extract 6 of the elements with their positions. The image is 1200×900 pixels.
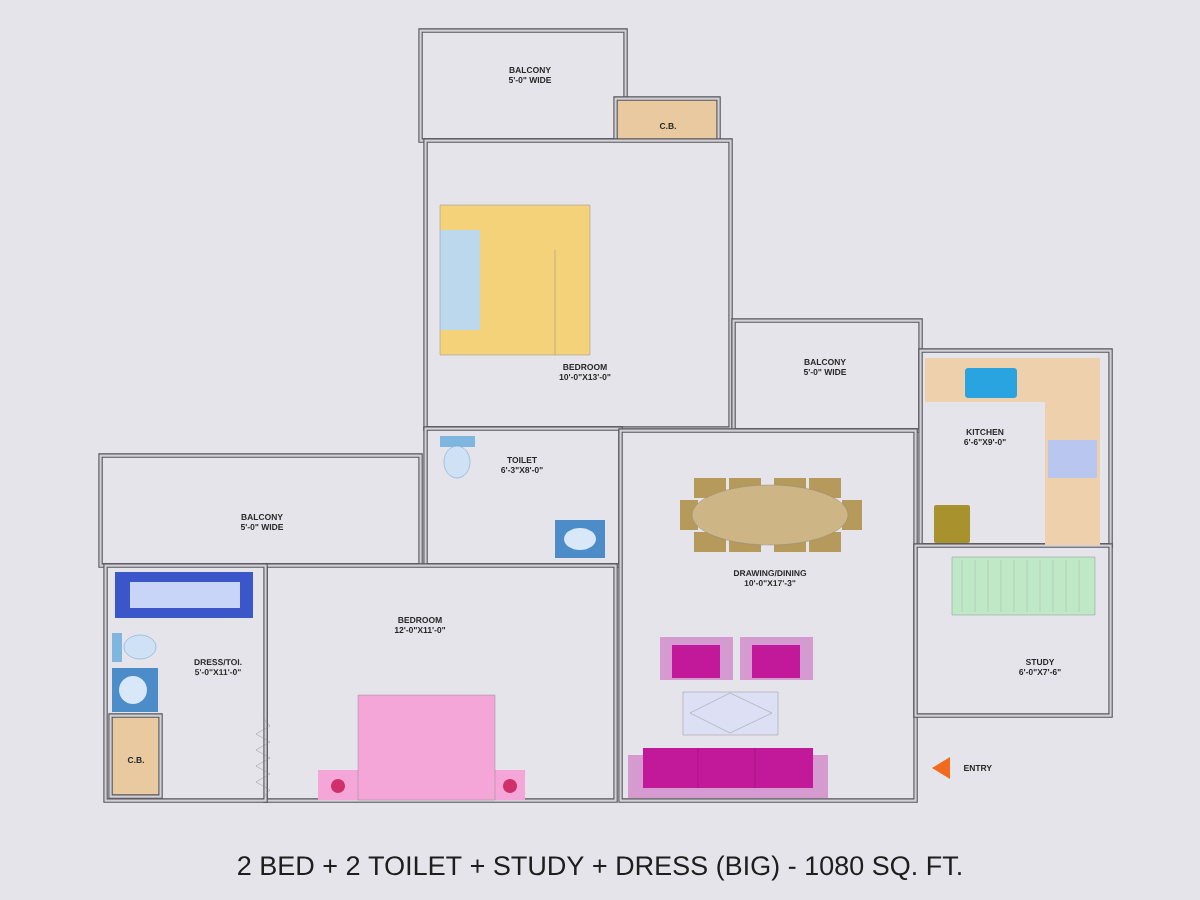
caption: 2 BED + 2 TOILET + STUDY + DRESS (BIG) - 1080 SQ. FT. xyxy=(238,855,961,881)
room-outline: BALCONY 5'-0" WIDE xyxy=(731,318,923,433)
room-label: ENTRY xyxy=(964,765,992,771)
room-outline: BALCONY 5'-0" WIDE xyxy=(418,28,628,143)
closet-box: C.B. xyxy=(108,713,163,799)
room-outline: BALCONY 5'-0" WIDE xyxy=(98,453,423,568)
